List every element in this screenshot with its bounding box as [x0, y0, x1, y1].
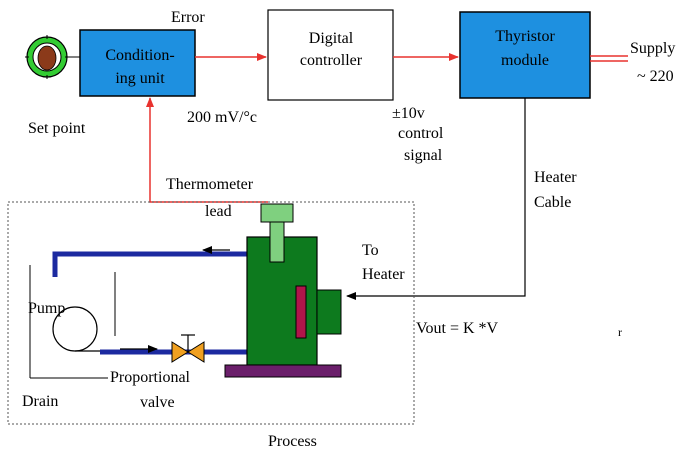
valve-label-1: Proportional [110, 369, 191, 386]
tank-base [224, 364, 342, 378]
control-signal-label-2: control [398, 125, 444, 142]
thermometer-label: Thermometer [166, 176, 254, 193]
heater-element [295, 285, 342, 339]
pump-label: Pump [28, 300, 65, 317]
sensitivity-label: 200 mV/°c [187, 109, 257, 126]
stray-mark: r [618, 325, 622, 339]
heater-cable-line [346, 98, 526, 300]
drain-label: Drain [22, 393, 58, 410]
conditioning-label-2: ing unit [115, 70, 165, 87]
to-heater-label-2: Heater [362, 266, 405, 283]
vout-formula: Vout = K *V [416, 320, 499, 337]
conditioning-unit-block: Condition- ing unit [79, 29, 196, 97]
thyristor-label-1: Thyristor [495, 28, 555, 45]
set-point-dial[interactable] [25, 35, 69, 79]
supply-voltage-label: ~ 220 [637, 68, 674, 85]
digital-controller-block: Digital controller [267, 9, 394, 101]
valve-label-2: valve [140, 394, 175, 411]
process-boundary [7, 201, 415, 425]
controller-label-2: controller [300, 52, 363, 69]
return-pipe [52, 251, 247, 277]
heater-cable-label-2: Cable [534, 194, 571, 211]
process-label: Process [268, 433, 317, 450]
supply-lines [590, 55, 628, 62]
set-point-label: Set point [28, 120, 86, 137]
control-signal-label-3: signal [404, 147, 443, 164]
to-heater-label-1: To [362, 242, 379, 259]
lead-label: lead [205, 203, 232, 220]
thyristor-module-block: Thyristor module [459, 11, 591, 99]
control-signal-label-1: ±10v [392, 105, 425, 122]
conditioning-label-1: Condition- [105, 47, 174, 64]
heater-cable-label-1: Heater [534, 169, 577, 186]
proportional-valve [171, 334, 205, 363]
controller-label-1: Digital [309, 30, 354, 47]
error-label: Error [171, 9, 205, 26]
thyristor-label-2: module [501, 52, 549, 69]
pump [52, 306, 100, 352]
supply-label: Supply [630, 40, 675, 57]
thermometer-fitting [260, 203, 294, 263]
